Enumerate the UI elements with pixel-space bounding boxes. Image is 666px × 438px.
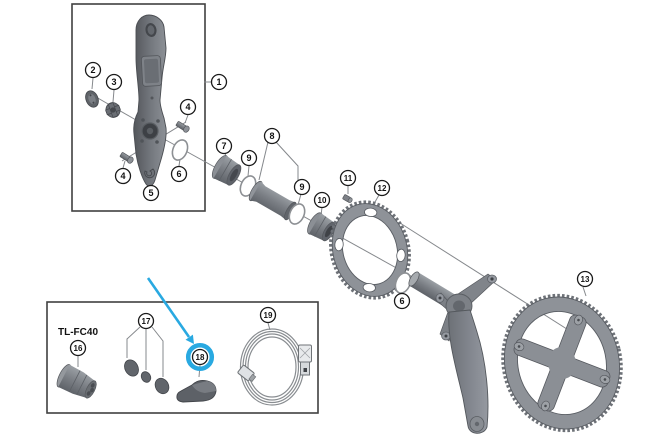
svg-text:11: 11 <box>344 174 353 183</box>
svg-text:9: 9 <box>299 182 304 192</box>
charger-plug <box>237 364 257 383</box>
svg-text:16: 16 <box>74 344 83 353</box>
right-crank-arm-drawing <box>408 271 497 434</box>
callout-4-right: 4 <box>179 98 197 116</box>
highlight-ring <box>185 342 215 372</box>
svg-text:13: 13 <box>581 275 590 284</box>
callout-1: 1 <box>210 73 228 91</box>
highlight-arrowhead <box>185 334 194 344</box>
tool-model-label: TL-FC40 <box>58 327 98 338</box>
cover-part-18 <box>176 380 217 403</box>
callout-12: 12 <box>373 179 391 197</box>
svg-text:6: 6 <box>176 169 181 179</box>
chainring-part-13 <box>501 293 623 433</box>
callout-19: 19 <box>259 306 277 324</box>
callout-6-right: 6 <box>393 292 411 310</box>
svg-text:3: 3 <box>111 77 116 87</box>
callout-7: 7 <box>215 137 233 155</box>
svg-text:2: 2 <box>90 65 95 75</box>
callout-10: 10 <box>313 191 331 209</box>
callout-3: 3 <box>105 73 123 91</box>
svg-text:8: 8 <box>269 131 274 141</box>
svg-text:10: 10 <box>318 196 327 205</box>
callout-9-left: 9 <box>240 149 258 167</box>
safety-plate-part-5 <box>144 168 156 179</box>
o-ring-part-9-right <box>288 203 306 225</box>
stopper-plate-part-3 <box>105 102 121 118</box>
svg-text:19: 19 <box>264 311 273 320</box>
caps-part-17 <box>124 359 170 395</box>
svg-text:17: 17 <box>142 317 151 326</box>
pinch-bolt-part-4-right <box>175 121 190 133</box>
svg-text:1: 1 <box>216 77 221 87</box>
svg-text:5: 5 <box>148 188 153 198</box>
callout-5: 5 <box>142 184 160 202</box>
svg-text:4: 4 <box>120 171 125 181</box>
tool-part-16 <box>56 364 97 399</box>
svg-text:7: 7 <box>221 141 226 151</box>
usb-plug <box>298 344 312 376</box>
highlight-arrow <box>146 277 191 338</box>
callout-11: 11 <box>339 169 357 187</box>
o-ring-part-6-left <box>171 139 189 161</box>
callout-17: 17 <box>137 312 155 330</box>
svg-text:9: 9 <box>246 153 251 163</box>
callout-18: 18 <box>191 348 209 366</box>
callout-9-right: 9 <box>293 178 311 196</box>
bb-cup-part-7 <box>211 155 242 186</box>
callout-2: 2 <box>84 61 102 79</box>
pinch-bolt-part-4-left <box>119 152 134 164</box>
callout-16: 16 <box>69 339 87 357</box>
callout-13: 13 <box>576 270 594 288</box>
svg-text:18: 18 <box>196 353 205 362</box>
callout-8: 8 <box>263 127 281 145</box>
callout-4-left: 4 <box>114 167 132 185</box>
callout-6-left: 6 <box>170 165 188 183</box>
crank-cap-part-2 <box>85 90 99 108</box>
crank-bolt-part-11 <box>342 194 353 204</box>
svg-text:4: 4 <box>185 102 190 112</box>
svg-text:12: 12 <box>378 184 387 193</box>
chainring-part-12 <box>329 200 411 300</box>
charging-cable-part-19 <box>237 328 312 406</box>
svg-text:6: 6 <box>399 296 404 306</box>
